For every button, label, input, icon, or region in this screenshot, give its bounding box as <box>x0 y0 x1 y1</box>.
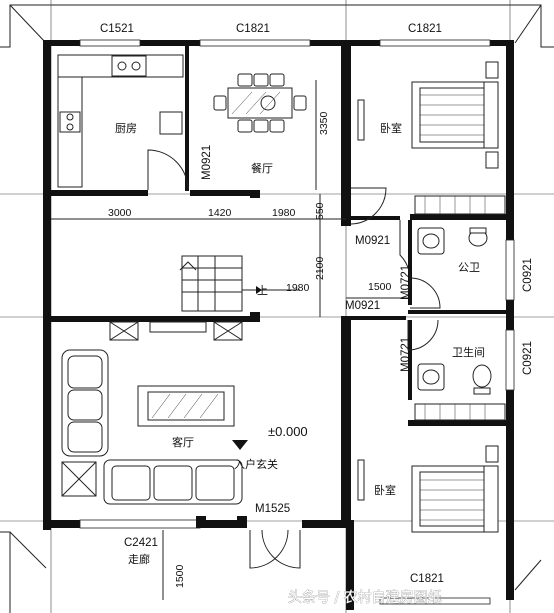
roof-outline <box>0 4 554 613</box>
room-label-public-bath: 公卫 <box>458 261 480 274</box>
bath-fixtures <box>417 227 492 395</box>
window-code-bedroom-bottom: C1821 <box>410 573 444 585</box>
door-code-kitchen: M0921 <box>201 145 213 180</box>
dim-bath-width: 1500 <box>368 281 392 293</box>
window-code-living-bottom: C2421 <box>124 537 158 549</box>
wall-windows <box>79 39 515 605</box>
staircase <box>179 255 300 312</box>
dim-porch-depth: 1500 <box>174 564 186 588</box>
room-label-bedroom-top: 卧室 <box>380 121 402 135</box>
window-code-bath-side-2: C0921 <box>522 341 534 375</box>
room-label-bathroom: 卫生间 <box>452 345 485 359</box>
door-code-bedroom-top: M0921 <box>355 235 390 247</box>
dim-gap-small: 550 <box>314 202 326 220</box>
door-code-bathroom: M0721 <box>400 337 412 372</box>
door-code-entry: M1525 <box>255 503 290 515</box>
dim-stair-width: 1980 <box>286 282 310 294</box>
bed-bottom <box>357 445 499 533</box>
dim-right-width: 1980 <box>272 207 296 219</box>
dim-mid-width: 1420 <box>208 207 232 219</box>
door-code-corridor: M0921 <box>345 300 380 312</box>
dim-stair-depth: 2100 <box>314 256 326 280</box>
window-code-bedroom-top: C1821 <box>408 23 442 35</box>
dim-kitchen-width: 3000 <box>108 207 132 219</box>
living-furniture <box>61 321 243 505</box>
dim-dining-depth: 3350 <box>318 111 330 135</box>
room-label-living: 客厅 <box>172 435 194 449</box>
window-code-kitchen: C1521 <box>100 23 134 35</box>
kitchen-fixtures <box>57 54 184 188</box>
room-label-bedroom-bottom: 卧室 <box>374 483 396 497</box>
room-label-kitchen: 厨房 <box>115 122 137 135</box>
window-code-dining: C1821 <box>236 23 270 35</box>
window-code-bath-side-1: C0921 <box>522 258 534 292</box>
interior-walls <box>43 46 510 528</box>
watermark: 头条号 / 农村自建房图纸 <box>288 589 442 606</box>
stair-up-label: 上 <box>257 284 268 297</box>
dining-table <box>213 73 307 133</box>
room-label-entry: 入户玄关 <box>234 457 278 471</box>
door-code-bath-pub: M0721 <box>400 265 412 300</box>
elevation-label: ±0.000 <box>268 424 308 439</box>
wardrobes <box>414 195 506 421</box>
room-label-corridor: 走廊 <box>128 552 150 566</box>
room-label-dining: 餐厅 <box>251 161 273 175</box>
dimension-lines <box>51 80 408 600</box>
door-swings <box>147 149 441 569</box>
bed-top <box>357 61 499 169</box>
